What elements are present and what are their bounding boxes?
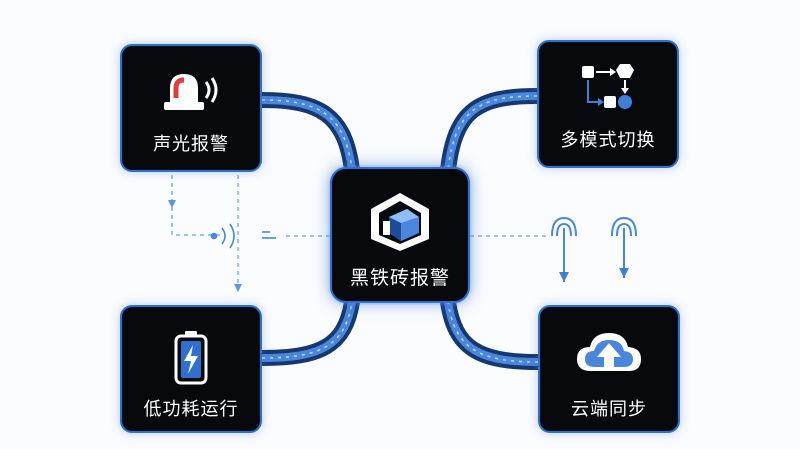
- battery-charging-icon: [173, 329, 209, 389]
- black-iron-brick-logo-icon: [367, 191, 433, 257]
- node-multi-mode-switch[interactable]: 多模式切换: [537, 40, 679, 168]
- center-node[interactable]: 黑铁砖报警: [330, 167, 470, 303]
- node-cloud-sync[interactable]: 云端同步: [538, 305, 680, 433]
- signal-waves-left: [210, 223, 330, 249]
- node-power-label: 低功耗运行: [143, 399, 239, 420]
- center-node-label: 黑铁砖报警: [349, 267, 450, 289]
- flow-arrowheads-left: [168, 200, 242, 292]
- siren-light-icon: [156, 68, 226, 120]
- node-alarm-label: 声光报警: [153, 134, 229, 155]
- node-mode-label: 多模式切换: [560, 130, 656, 151]
- flow-arrowheads-right: [559, 268, 629, 282]
- cloud-upload-icon: [573, 327, 645, 383]
- pipe-cloud: [440, 294, 546, 370]
- node-low-power-operation[interactable]: 低功耗运行: [120, 305, 262, 433]
- node-sound-light-alarm[interactable]: 声光报警: [120, 44, 262, 172]
- pipe-alarm: [254, 92, 360, 178]
- flowchart-icon: [576, 60, 640, 120]
- node-cloud-label: 云端同步: [571, 399, 647, 420]
- pipe-mode: [440, 88, 545, 178]
- dashed-flow-left: [171, 175, 239, 290]
- pipe-power: [254, 294, 360, 366]
